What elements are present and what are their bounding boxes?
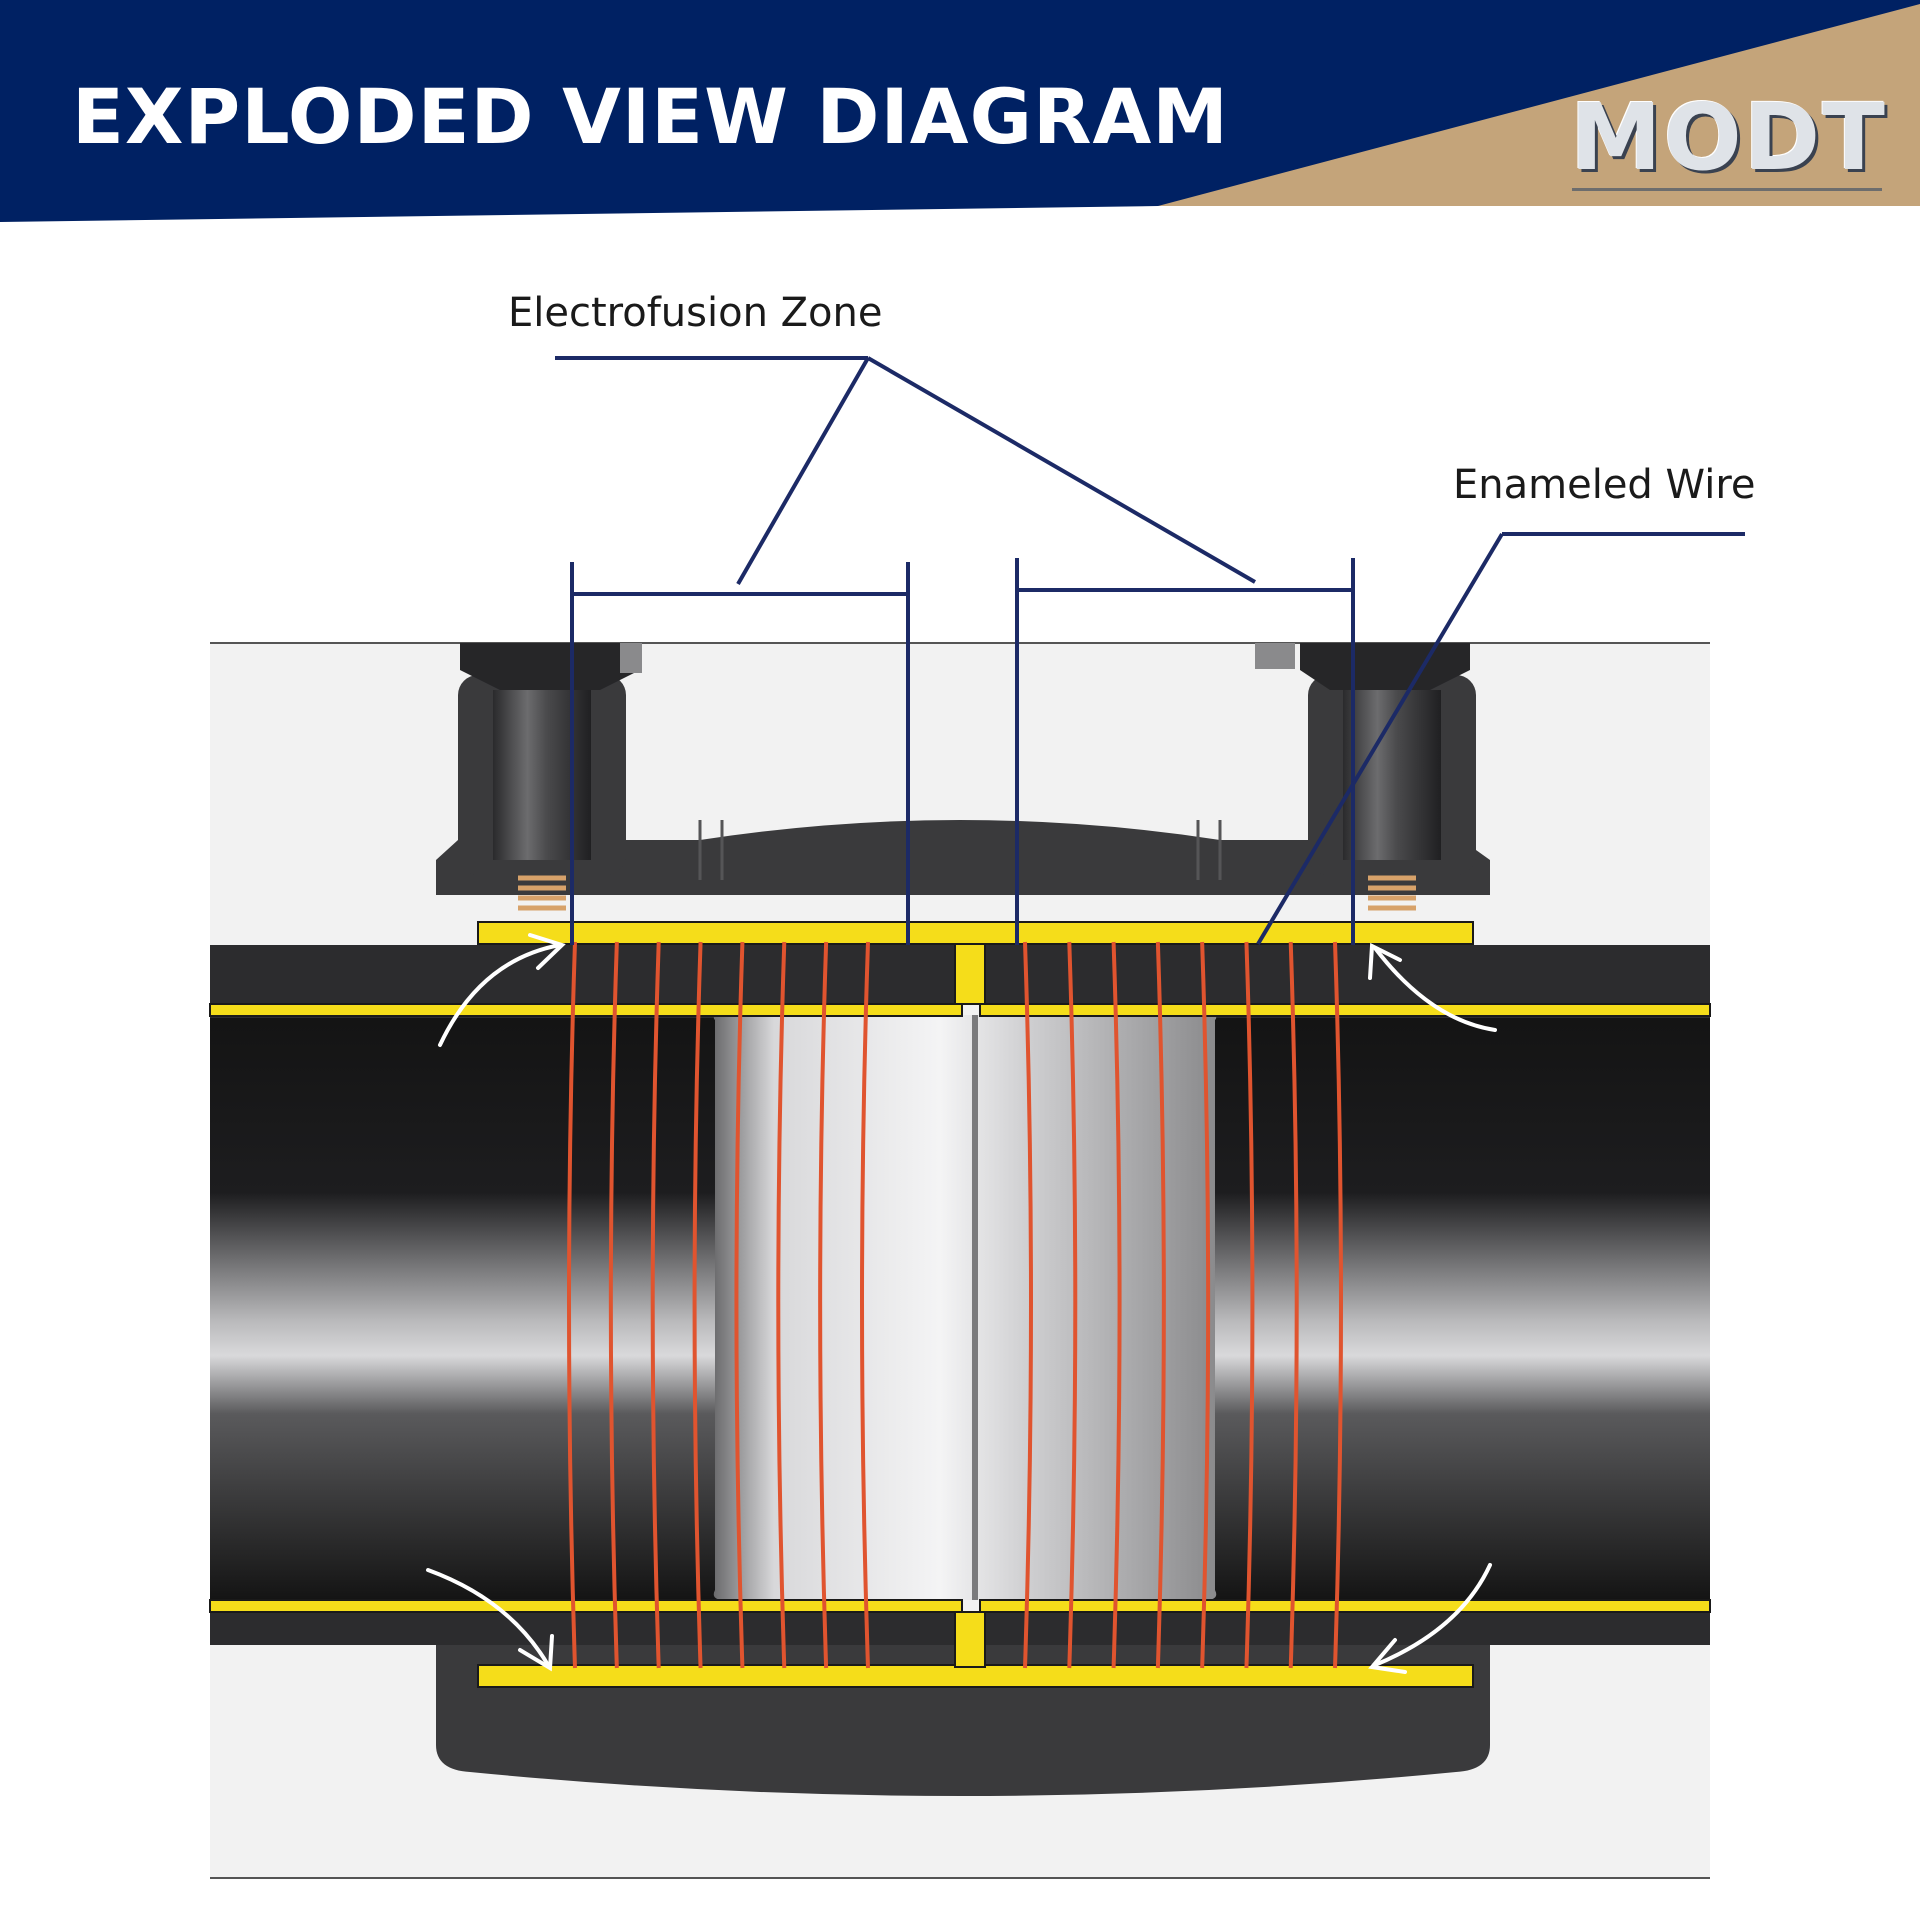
leader-lines (555, 356, 1745, 946)
fusion-strip-pipe-bottom-left (209, 1599, 963, 1613)
logo-underline (1572, 188, 1882, 191)
terminal-cap-right (1300, 643, 1470, 690)
fusion-strips (209, 921, 1711, 1688)
wire-turn (1333, 941, 1343, 1669)
flow-arrow-top-left-head (528, 933, 566, 970)
terminal-pin-left (493, 690, 591, 860)
fusion-strip-pipe-top-left (209, 1003, 963, 1017)
fusion-strip-center-top (954, 943, 986, 1005)
zone-leader-right (866, 356, 1257, 584)
enameled-wire-label: Enameled Wire (1453, 462, 1756, 508)
fusion-strip-center-bottom (954, 1611, 986, 1668)
flow-arrow-bottom-left (426, 1568, 550, 1667)
page-title: EXPLODED VIEW DIAGRAM (72, 72, 1229, 161)
flow-arrow-bottom-right-head (1368, 1638, 1407, 1674)
logo-text: MODT (1570, 84, 1887, 191)
zone-leader-left (736, 357, 870, 585)
flow-arrows (426, 933, 1497, 1674)
wire-turn (567, 941, 577, 1669)
wire-leader (1256, 532, 1504, 946)
terminal-spring-right (1368, 875, 1416, 911)
logo: MODT (1570, 88, 1890, 198)
flow-arrow-top-right-head (1368, 942, 1402, 980)
wire-turn (1111, 941, 1122, 1669)
electrofusion-zone-label: Electrofusion Zone (508, 290, 883, 336)
wire-turn (1288, 941, 1299, 1669)
fitting-body-lower-curve (436, 1740, 1490, 1796)
wire-turn (1244, 941, 1255, 1669)
terminal-spring-left (518, 875, 566, 911)
wire-turn (692, 941, 703, 1669)
flow-arrow-bottom-right (1373, 1563, 1492, 1667)
enameled-wire-coils (567, 941, 1343, 1669)
banner-navy (0, 0, 1920, 222)
wire-turn (608, 941, 619, 1669)
wire-turn (734, 941, 745, 1669)
flow-arrow-bottom-left-head (518, 1634, 554, 1672)
wire-turn (818, 941, 829, 1669)
wire-turn (1200, 941, 1211, 1669)
terminal-cap-tab-left (620, 643, 642, 673)
fusion-strip-bottom (477, 1664, 1474, 1688)
wire-turn (776, 941, 787, 1669)
wire-turn (650, 941, 661, 1669)
terminal-cap-tab-right (1255, 643, 1295, 669)
fitting-grooves (698, 820, 1222, 880)
flow-arrow-top-left (438, 943, 562, 1047)
terminal-cap-left (460, 643, 640, 690)
wire-turn (1155, 941, 1166, 1669)
metal-insert (713, 1015, 1217, 1600)
wire-turn (1023, 941, 1033, 1669)
wire-turn (1067, 941, 1078, 1669)
header-banner (0, 0, 1920, 222)
fusion-strip-pipe-top-right (979, 1003, 1711, 1017)
flow-arrow-top-right (1373, 946, 1497, 1032)
fusion-strip-top (477, 921, 1474, 945)
fusion-strip-pipe-bottom-right (979, 1599, 1711, 1613)
wire-turn (860, 941, 870, 1669)
